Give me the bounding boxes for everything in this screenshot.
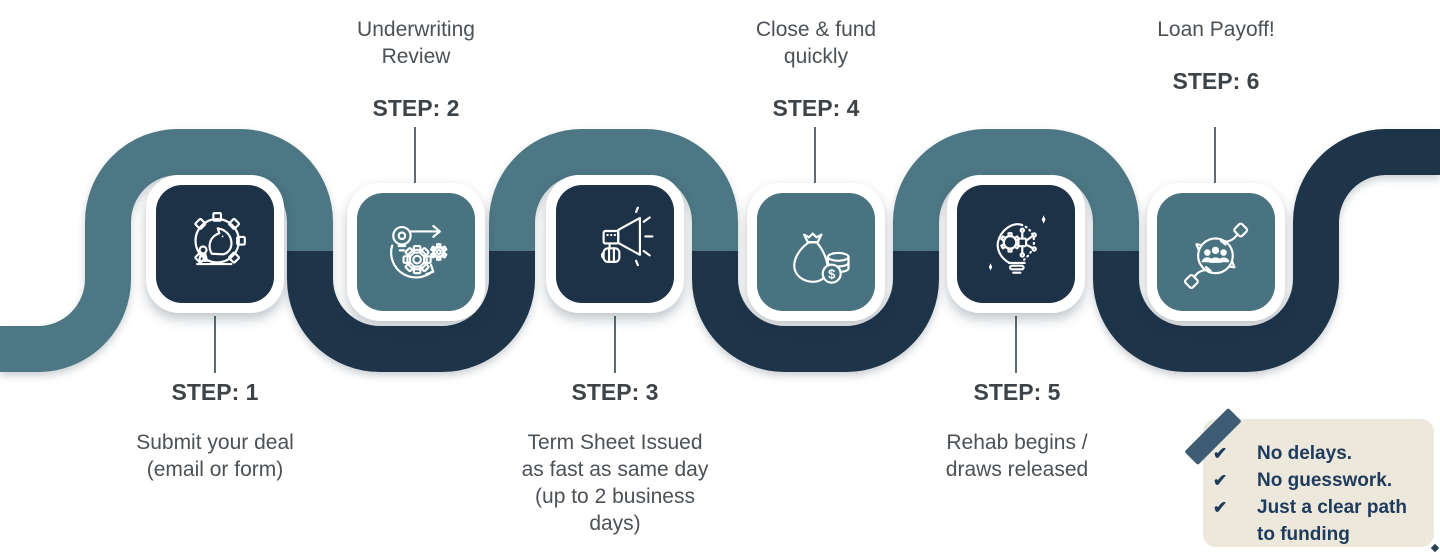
step-1-box <box>146 175 284 313</box>
checkmark-icon: ✔ <box>1213 471 1228 490</box>
ribbon-teal-segment <box>893 129 1139 253</box>
checklist-item-text: No guesswork. <box>1257 470 1393 491</box>
step-2-box <box>347 183 485 321</box>
ribbon-teal-segment <box>489 129 738 253</box>
step-4-label-block: Close & fund quickly STEP: 4 <box>676 16 956 122</box>
step-3-connector-line <box>614 316 616 373</box>
step-4-title: Close & fund quickly <box>755 18 877 68</box>
checklist-item: ✔ Just a clear path to funding <box>1213 494 1426 548</box>
step-1-title: Submit your deal (email or form) <box>136 431 294 481</box>
step-3-number: STEP: 3 <box>571 379 659 405</box>
checkmark-icon: ✔ <box>1213 498 1228 517</box>
step-5-box <box>947 175 1085 313</box>
step-3-title: Term Sheet Issued as fast as same day (u… <box>521 431 709 535</box>
ribbon-teal-segment <box>0 129 333 372</box>
step-3-label-block: STEP: 3 Term Sheet Issued as fast as sam… <box>475 378 755 537</box>
step-2-title: Underwriting Review <box>357 18 475 68</box>
step-1-number: STEP: 1 <box>171 379 259 405</box>
step-6-number: STEP: 6 <box>1172 68 1260 94</box>
step-6-connector-line <box>1214 127 1216 184</box>
step-6-title: Loan Payoff! <box>1157 18 1275 41</box>
ribbon-navy-segment <box>692 251 939 372</box>
step-1-connector-line <box>214 316 216 373</box>
step-2-label-block: Underwriting Review STEP: 2 <box>276 16 556 122</box>
checklist-item: ✔ No guesswork. <box>1213 467 1426 494</box>
step-6-label-block: Loan Payoff! STEP: 6 <box>1076 16 1356 95</box>
step-5-number: STEP: 5 <box>973 379 1061 405</box>
hands-people-exchange-icon <box>1183 222 1249 289</box>
step-5-connector-line <box>1015 316 1017 373</box>
gears-progress-arrow-icon <box>390 224 448 279</box>
benefits-checklist-card: ✔ No delays. ✔ No guesswork. ✔ Just a cl… <box>1203 419 1434 547</box>
step-5-title: Rehab begins / draws released <box>945 431 1089 481</box>
step-5-label-block: STEP: 5 Rehab begins / draws released <box>877 378 1157 483</box>
chess-strategy-gear-icon <box>194 212 246 266</box>
money-bag-coins-icon: $ <box>793 232 850 284</box>
checklist-item: ✔ No delays. <box>1213 440 1426 467</box>
step-2-number: STEP: 2 <box>372 95 460 121</box>
checklist-item-text: No delays. <box>1257 443 1353 464</box>
step-4-number: STEP: 4 <box>772 95 860 121</box>
checkmark-icon: ✔ <box>1213 444 1228 463</box>
megaphone-announcement-icon <box>600 206 654 267</box>
ribbon-navy-segment <box>1093 129 1440 372</box>
step-4-box: $ <box>747 183 885 321</box>
step-2-connector-line <box>414 127 416 184</box>
checklist-item-text: Just a clear path to funding <box>1257 497 1407 545</box>
step-6-box <box>1147 183 1285 321</box>
step-4-connector-line <box>814 127 816 184</box>
dollar-sign-glyph: $ <box>828 266 836 281</box>
ribbon-navy-segment <box>287 251 535 372</box>
lightbulb-gear-circuit-icon <box>988 215 1046 274</box>
step-1-label-block: STEP: 1 Submit your deal (email or form) <box>75 378 355 483</box>
step-3-box <box>546 175 684 313</box>
